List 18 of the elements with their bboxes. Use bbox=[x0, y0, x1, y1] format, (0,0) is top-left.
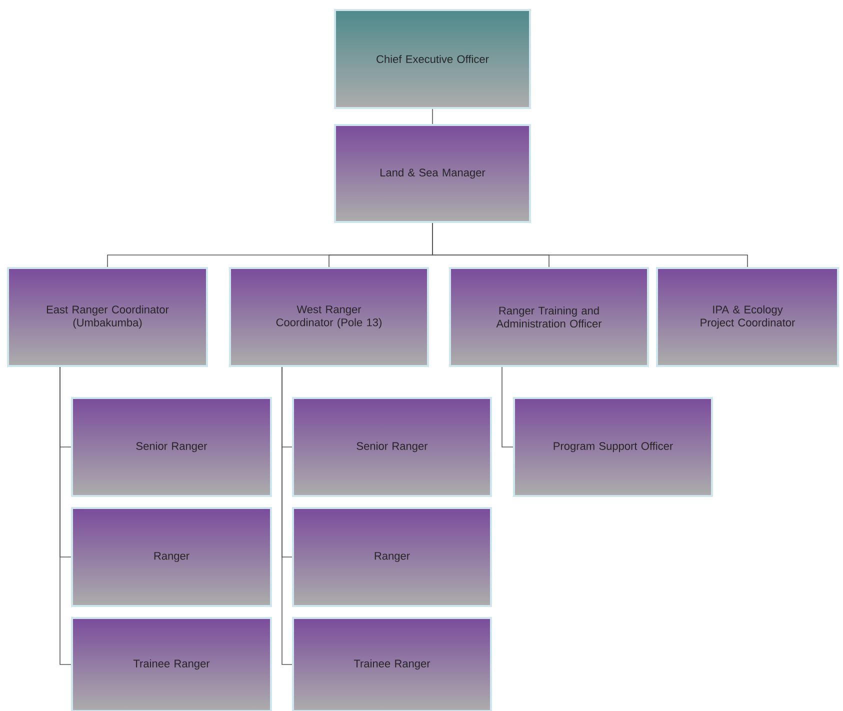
org-box: Senior Ranger bbox=[71, 397, 272, 497]
org-box: Program Support Officer bbox=[513, 397, 713, 497]
org-box: Trainee Ranger bbox=[71, 617, 272, 711]
org-box: Trainee Ranger bbox=[292, 617, 492, 711]
org-box: West Ranger Coordinator (Pole 13) bbox=[229, 267, 429, 367]
org-box: Ranger bbox=[71, 507, 272, 607]
connector-line bbox=[432, 222, 748, 268]
org-box: East Ranger Coordinator (Umbakumba) bbox=[7, 267, 208, 367]
org-box: IPA & Ecology Project Coordinator bbox=[656, 267, 839, 367]
org-box: Land & Sea Manager bbox=[334, 124, 531, 223]
connector-line bbox=[282, 366, 292, 665]
org-box: Senior Ranger bbox=[292, 397, 492, 497]
connector-line bbox=[502, 366, 514, 448]
connector-line bbox=[432, 108, 433, 124]
org-box: Ranger Training and Administration Officer bbox=[449, 267, 649, 367]
org-box: Ranger bbox=[292, 507, 492, 607]
org-box: Chief Executive Officer bbox=[334, 9, 531, 109]
connector-line bbox=[60, 366, 72, 665]
